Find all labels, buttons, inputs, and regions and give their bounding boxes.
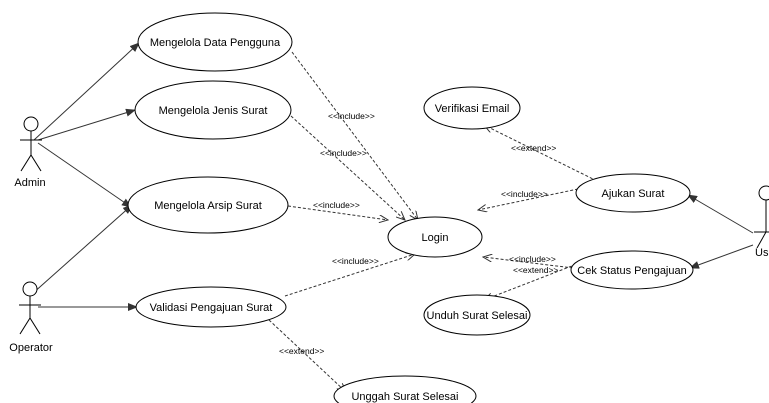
usecase-label: Mengelola Jenis Surat — [159, 105, 268, 117]
usecase-label: Unduh Surat Selesai — [427, 310, 528, 322]
usecase-label: Mengelola Arsip Surat — [154, 200, 262, 212]
usecase-cek-status-pengajuan[interactable]: Cek Status Pengajuan — [570, 250, 694, 290]
usecase-validasi-pengajuan-surat[interactable]: Validasi Pengajuan Surat — [135, 286, 287, 328]
assoc-admin-arsip-surat — [37, 142, 132, 208]
include-arsip-surat-login — [287, 205, 388, 220]
assoc-operator-arsip-surat — [31, 204, 133, 295]
actor-label: Operator — [9, 342, 53, 354]
include-ajukan-login — [478, 188, 579, 210]
usecase-mengelola-arsip-surat[interactable]: Mengelola Arsip Surat — [127, 176, 289, 234]
assoc-admin-jenis-surat — [37, 108, 136, 141]
usecase-label: Verifikasi Email — [435, 103, 510, 115]
label-extend-unggah: <<extend>> — [279, 346, 324, 356]
usecase-unduh-surat-selesai[interactable]: Unduh Surat Selesai — [423, 294, 531, 336]
extend-ajukan-verifikasi — [484, 125, 598, 182]
label-include-validasi: <<include>> — [332, 256, 379, 266]
label-include-cek-status: <<include>> — [509, 254, 556, 264]
label-include-data-pengguna: <<include>> — [328, 111, 375, 121]
usecase-label: Login — [422, 232, 449, 244]
actor-head-icon — [22, 281, 38, 297]
extend-validasi-unggah — [268, 319, 346, 392]
usecase-label: Ajukan Surat — [602, 188, 665, 200]
assoc-admin-data-pengguna — [33, 42, 140, 141]
label-include-ajukan: <<include>> — [501, 189, 548, 199]
usecase-label: Validasi Pengajuan Surat — [150, 302, 273, 314]
usecase-unggah-surat-selesai[interactable]: Unggah Surat Selesai — [333, 375, 477, 403]
label-include-jenis-surat: <<include>> — [320, 148, 367, 158]
include-data-pengguna-login — [291, 51, 418, 220]
usecase-mengelola-jenis-surat[interactable]: Mengelola Jenis Surat — [134, 80, 292, 140]
label-extend-verifikasi: <<extend>> — [511, 143, 556, 153]
actor-head-icon — [23, 116, 39, 132]
assoc-user-cek-status — [689, 244, 754, 269]
include-validasi-login — [284, 254, 415, 297]
include-jenis-surat-login — [290, 115, 405, 220]
actor-label: Admin — [14, 177, 45, 189]
actor-head-icon — [758, 185, 769, 201]
actor-label: User — [755, 247, 769, 259]
usecase-label: Unggah Surat Selesai — [351, 391, 458, 403]
actor-user[interactable]: User — [754, 185, 769, 259]
actor-operator[interactable]: Operator — [9, 281, 53, 354]
usecase-login[interactable]: Login — [387, 216, 483, 258]
assoc-user-ajukan — [687, 194, 754, 234]
usecase-verifikasi-email[interactable]: Verifikasi Email — [423, 86, 521, 130]
include-cek-status-login — [483, 257, 574, 269]
usecase-label: Cek Status Pengajuan — [577, 265, 686, 277]
usecase-mengelola-data-pengguna[interactable]: Mengelola Data Pengguna — [137, 12, 293, 72]
actor-admin[interactable]: Admin — [14, 116, 46, 189]
usecase-label: Mengelola Data Pengguna — [150, 37, 281, 49]
usecase-ajukan-surat[interactable]: Ajukan Surat — [575, 173, 691, 213]
label-include-arsip-surat: <<include>> — [313, 200, 360, 210]
label-extend-unduh: <<extend>> — [513, 265, 558, 275]
